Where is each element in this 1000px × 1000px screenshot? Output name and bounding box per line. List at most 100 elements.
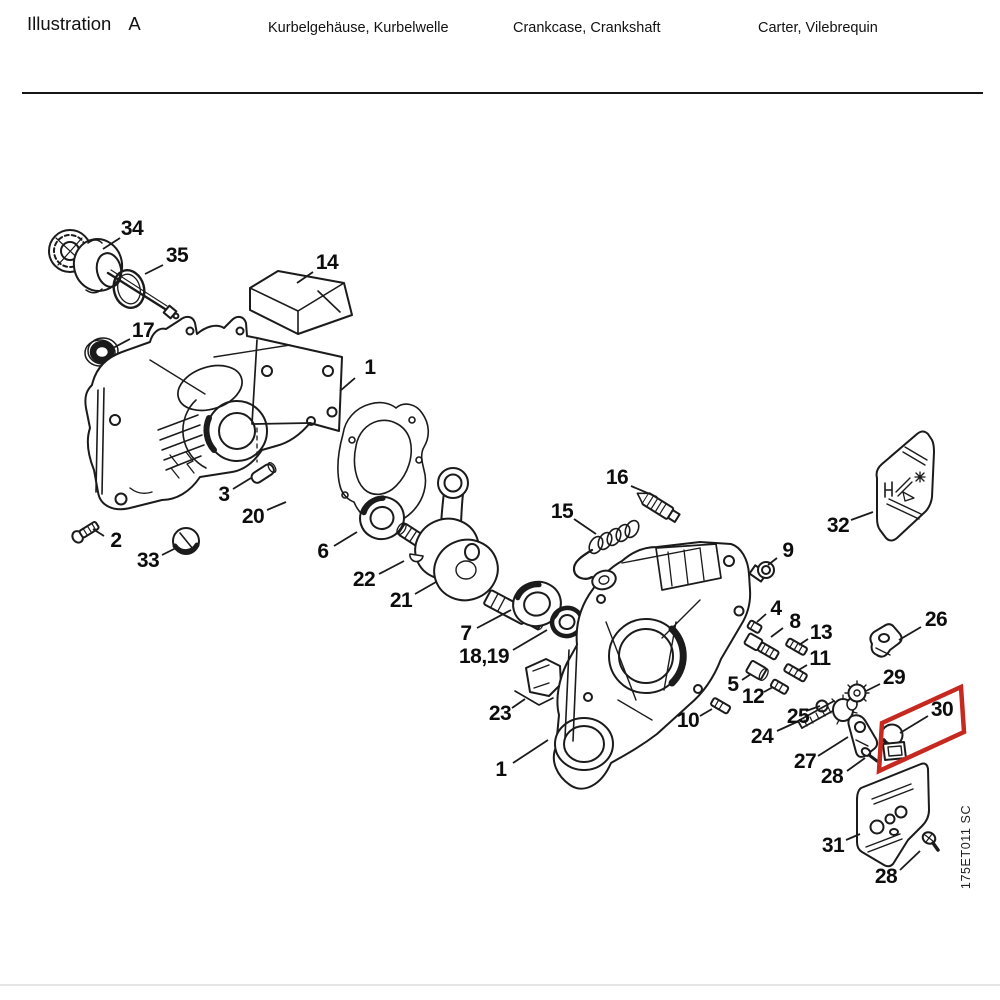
part-callout-7: 7	[460, 622, 472, 645]
leader-line-part-35	[144, 264, 164, 275]
leader-lines-layer	[92, 237, 929, 871]
part-callout-6: 6	[317, 540, 329, 563]
leader-line-part-1	[339, 377, 356, 392]
part-callout-13: 13	[809, 621, 833, 644]
part-callout-4: 4	[770, 597, 782, 620]
part-16-screw-drawing	[636, 492, 681, 523]
part-10-screw-drawing	[710, 697, 732, 715]
part-callout-18,19: 18,19	[458, 645, 510, 668]
bottom-divider	[0, 984, 1000, 986]
part-25-washer-drawing	[815, 699, 829, 713]
leader-line-part-12	[763, 686, 774, 693]
leader-line-part-4	[756, 613, 767, 623]
part-8-stud-drawing	[743, 632, 780, 661]
leader-line-part-20	[266, 501, 287, 511]
highlight-box-part-30	[876, 683, 967, 775]
leader-line-part-23	[511, 698, 526, 709]
part-callout-3: 3	[218, 483, 230, 506]
part-callout-22: 22	[352, 568, 376, 591]
part-callout-27: 27	[793, 750, 817, 773]
title-french: Carter, Vilebrequin	[758, 20, 878, 36]
part-callout-25: 25	[786, 705, 810, 728]
part-callout-28: 28	[820, 765, 844, 788]
part-15-tensioner-spring-drawing	[572, 519, 640, 591]
part-callout-20: 20	[241, 505, 265, 528]
title-english: Crankcase, Crankshaft	[513, 20, 661, 36]
part-callout-34: 34	[120, 217, 144, 240]
leader-line-part-13	[798, 638, 809, 646]
part-1-right-crankcase-drawing	[552, 541, 752, 790]
leader-line-part-28	[899, 850, 921, 871]
leader-line-part-7	[476, 609, 512, 629]
part-14-baffle-drawing	[249, 270, 353, 335]
leader-line-part-14	[296, 271, 314, 284]
part-34-oil-pump-drawing	[48, 229, 180, 320]
leader-line-part-29	[865, 683, 881, 692]
part-callout-35: 35	[165, 244, 189, 267]
leader-line-part-10	[699, 708, 713, 717]
part-3-dowel-pin-drawing	[250, 462, 277, 484]
part-callout-26: 26	[924, 608, 948, 631]
part-callout-2: 2	[110, 529, 122, 552]
part-33-plug-drawing	[172, 527, 200, 555]
title-german: Kurbelgehäuse, Kurbelwelle	[268, 20, 449, 36]
part-callout-10: 10	[676, 709, 700, 732]
illustration-word: Illustration	[27, 13, 112, 34]
part-callout-11: 11	[809, 647, 831, 670]
leader-line-part-32	[850, 511, 874, 521]
part-30-chain-catcher-drawing	[880, 723, 907, 761]
leader-line-part-5	[741, 673, 752, 681]
part-22-woodruff-key-drawing	[409, 553, 424, 563]
leader-line-part-11	[796, 664, 808, 672]
diagram-plate-code-text: 175ET011 SC	[959, 804, 973, 890]
part-6-bearing-drawing	[359, 495, 405, 541]
part-26-bracket-drawing	[869, 623, 903, 658]
leader-line-part-15	[573, 518, 597, 535]
leader-line-part-26	[898, 626, 922, 641]
part-callout-32: 32	[826, 514, 850, 537]
header-divider	[22, 92, 983, 94]
part-callout-17: 17	[131, 319, 155, 342]
part-23-clamp-drawing	[514, 658, 562, 706]
part-callout-5: 5	[727, 673, 739, 696]
part-28-screw-upper-drawing	[860, 747, 879, 763]
leader-line-part-8	[770, 627, 784, 638]
part-callout-14: 14	[315, 251, 339, 274]
leader-line-part-22	[378, 560, 405, 575]
part-9-screw-drawing	[748, 561, 775, 583]
part-callout-30: 30	[930, 698, 954, 721]
leader-line-part-2	[92, 528, 105, 537]
part-4-screw-drawing	[746, 619, 763, 634]
part-1-left-crankcase-drawing	[84, 315, 343, 511]
part-28-screw-lower-drawing	[921, 831, 940, 852]
part-callout-1: 1	[364, 356, 376, 379]
leader-line-part-30	[899, 715, 929, 734]
leader-line-part-16	[630, 485, 658, 498]
part-callout-12: 12	[741, 685, 765, 708]
part-32-guard-plate-drawing	[875, 430, 935, 542]
leader-line-part-6	[333, 531, 358, 547]
part-callout-9: 9	[782, 539, 794, 562]
part-11-screw-drawing	[783, 663, 808, 683]
part-12-screw-drawing	[769, 678, 790, 695]
part-callout-31: 31	[821, 834, 845, 857]
leader-line-part-31	[845, 833, 861, 841]
part-callout-8: 8	[789, 610, 801, 633]
part-callout-28: 28	[874, 865, 898, 888]
leader-line-part-28	[846, 757, 866, 772]
part-callout-29: 29	[882, 666, 906, 689]
leader-line-part-3	[232, 477, 252, 490]
leader-line-part-33	[161, 547, 177, 556]
part-29-gear-drawing	[844, 680, 870, 706]
part-callout-15: 15	[550, 500, 574, 523]
leader-line-part-34	[102, 237, 121, 250]
part-callout-21: 21	[389, 589, 413, 612]
leader-line-part-17	[112, 338, 131, 349]
part-13-screw-drawing	[785, 637, 808, 656]
part-7-bearing-drawing	[512, 580, 562, 628]
part-31-cover-plate-drawing	[856, 762, 930, 868]
leader-line-part-27	[817, 736, 849, 757]
